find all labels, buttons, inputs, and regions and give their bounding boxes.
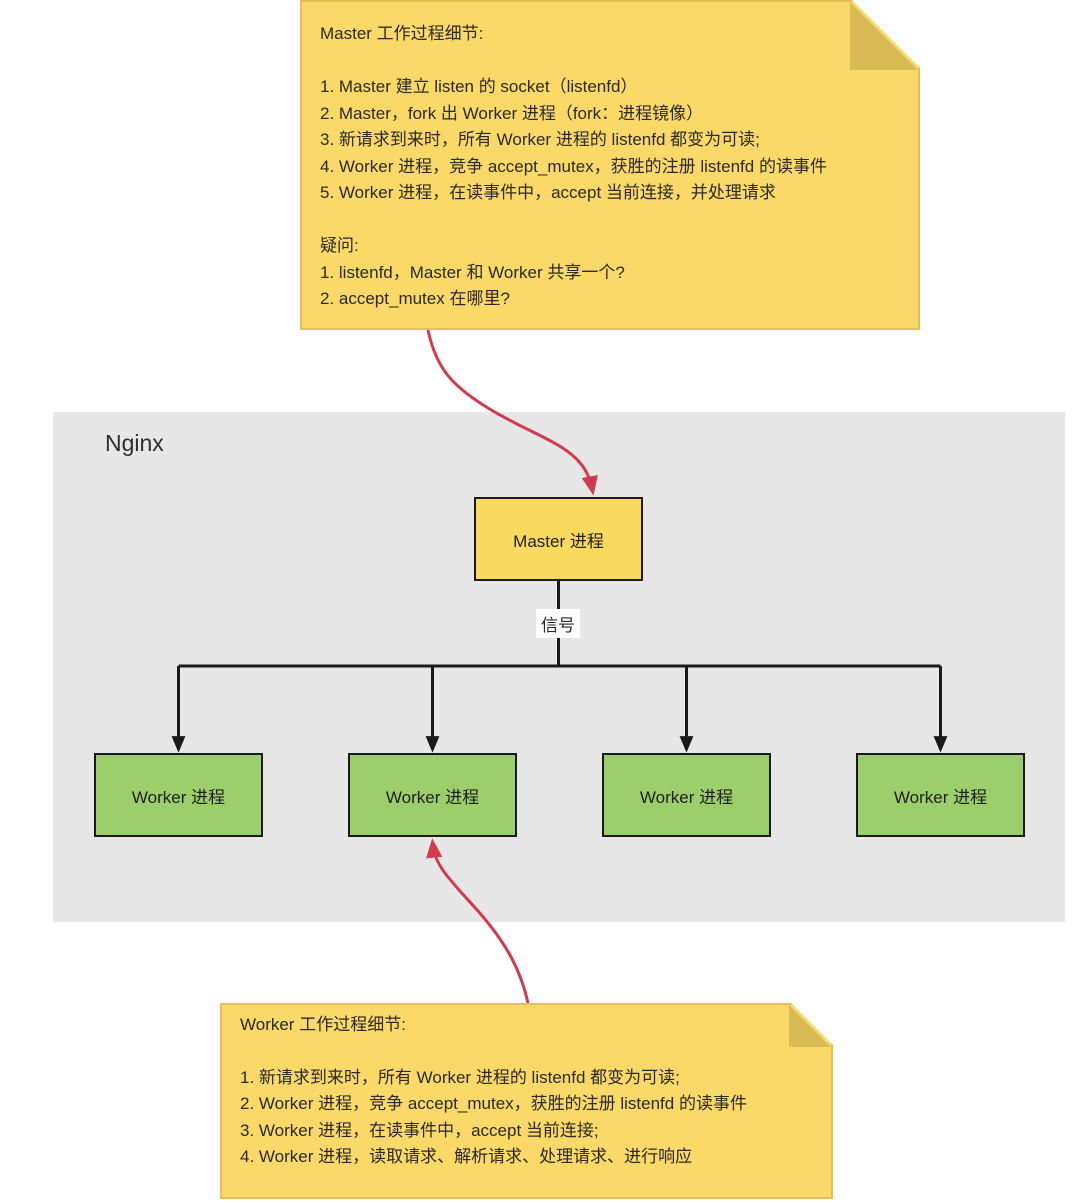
note-line: 3. Worker 进程，在读事件中，accept 当前连接; [240, 1120, 599, 1140]
note-line: 2. Master，fork 出 Worker 进程（fork：进程镜像） [320, 103, 704, 123]
note-fold-corner-icon [850, 2, 918, 70]
note-line: 2. accept_mutex 在哪里? [320, 289, 510, 308]
worker-process-box-1: Worker 进程 [94, 753, 263, 837]
note-line [320, 48, 918, 75]
note-line: 3. 新请求到来时，所有 Worker 进程的 listenfd 都变为可读; [320, 130, 760, 149]
master-process-box: Master 进程 [474, 497, 643, 581]
note-line: 2. Worker 进程，竞争 accept_mutex，获胜的注册 liste… [240, 1094, 747, 1114]
worker-process-box-3: Worker 进程 [602, 753, 771, 837]
nginx-group-label: Nginx [105, 430, 164, 456]
note-line: 4. Worker 进程，竞争 accept_mutex，获胜的注册 liste… [320, 156, 827, 176]
note-line: Master 工作过程细节: [320, 24, 484, 43]
worker-process-label: Worker 进程 [131, 787, 226, 807]
worker-process-box-2: Worker 进程 [348, 753, 517, 837]
worker-process-label: Worker 进程 [385, 787, 480, 807]
signal-edge-label: 信号 [536, 609, 580, 638]
note-line [320, 207, 918, 234]
sticky-note-master-details: Master 工作过程细节: 1. Master 建立 listen 的 soc… [300, 0, 920, 330]
worker-process-label: Worker 进程 [639, 787, 734, 807]
note-line: 4. Worker 进程，读取请求、解析请求、处理请求、进行响应 [240, 1146, 693, 1166]
note-line: 1. listenfd，Master 和 Worker 共享一个? [320, 262, 625, 282]
note-line: 1. Master 建立 listen 的 socket（listenfd） [320, 77, 638, 96]
sticky-note-worker-details: Worker 工作过程细节: 1. 新请求到来时，所有 Worker 进程的 l… [220, 1003, 833, 1199]
note-line: Worker 工作过程细节: [240, 1015, 406, 1034]
note-line: 5. Worker 进程，在读事件中，accept 当前连接，并处理请求 [320, 183, 776, 202]
nginx-group-container: Nginx [53, 412, 1065, 922]
note-line: 疑问: [320, 236, 359, 255]
note-line: 1. 新请求到来时，所有 Worker 进程的 listenfd 都变为可读; [240, 1067, 680, 1087]
worker-process-label: Worker 进程 [893, 787, 988, 807]
worker-process-box-4: Worker 进程 [856, 753, 1025, 837]
master-process-label: Master 进程 [513, 531, 604, 551]
note-line [240, 1038, 831, 1064]
